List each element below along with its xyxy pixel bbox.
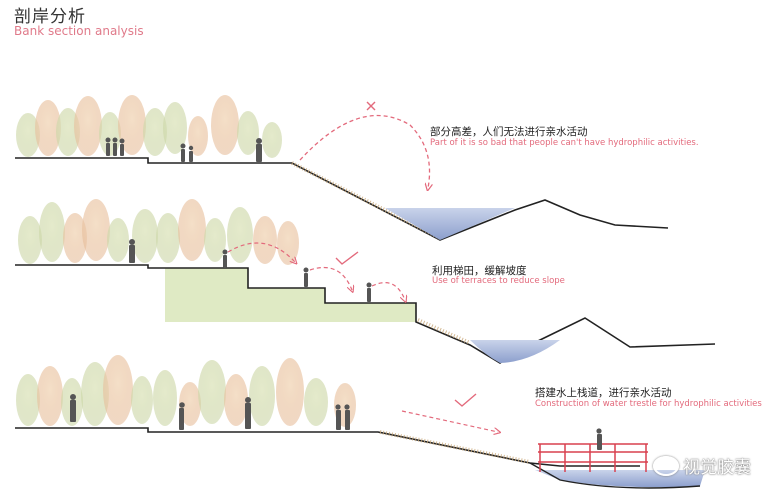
ground-line-3 bbox=[15, 427, 640, 467]
people-group-1 bbox=[105, 137, 262, 162]
page-subtitle: Bank section analysis bbox=[14, 24, 144, 38]
check-mark-3 bbox=[454, 393, 477, 407]
water-2 bbox=[470, 340, 560, 363]
ground-line-1 bbox=[15, 157, 669, 241]
arrow-1 bbox=[299, 114, 430, 188]
caption-3-en: Construction of water trestle for hydrop… bbox=[535, 399, 762, 409]
caption-1-cn: 部分高差，人们无法进行亲水活动 bbox=[430, 126, 588, 138]
water-trestle bbox=[538, 443, 648, 472]
caption-2-en: Use of terraces to reduce slope bbox=[432, 276, 565, 286]
ground-line-2 bbox=[15, 264, 716, 364]
tree-row-2 bbox=[18, 199, 299, 265]
check-mark-2 bbox=[335, 251, 359, 265]
caption-1-en: Part of it is so bad that people can't h… bbox=[430, 138, 699, 148]
section-1 bbox=[15, 95, 669, 241]
caption-2-cn: 利用梯田，缓解坡度 bbox=[432, 265, 527, 277]
page-title: 剖岸分析 bbox=[14, 7, 86, 27]
watermark-text: 视觉胶囊 bbox=[683, 458, 751, 478]
watermark: 视觉胶囊 bbox=[653, 453, 751, 478]
people-group-3 bbox=[70, 394, 602, 450]
cross-mark bbox=[366, 101, 376, 111]
arrows-2 bbox=[227, 242, 405, 300]
wechat-icon bbox=[653, 455, 679, 476]
water-1 bbox=[385, 208, 515, 240]
tree-row-1 bbox=[16, 95, 282, 158]
tree-row-3 bbox=[16, 355, 356, 427]
section-2 bbox=[15, 199, 716, 364]
arrow-3 bbox=[401, 410, 498, 432]
section-3 bbox=[15, 355, 705, 489]
people-group-2 bbox=[129, 239, 372, 302]
caption-3-cn: 搭建水上栈道，进行亲水活动 bbox=[535, 387, 672, 399]
terrace-fill bbox=[165, 268, 416, 322]
